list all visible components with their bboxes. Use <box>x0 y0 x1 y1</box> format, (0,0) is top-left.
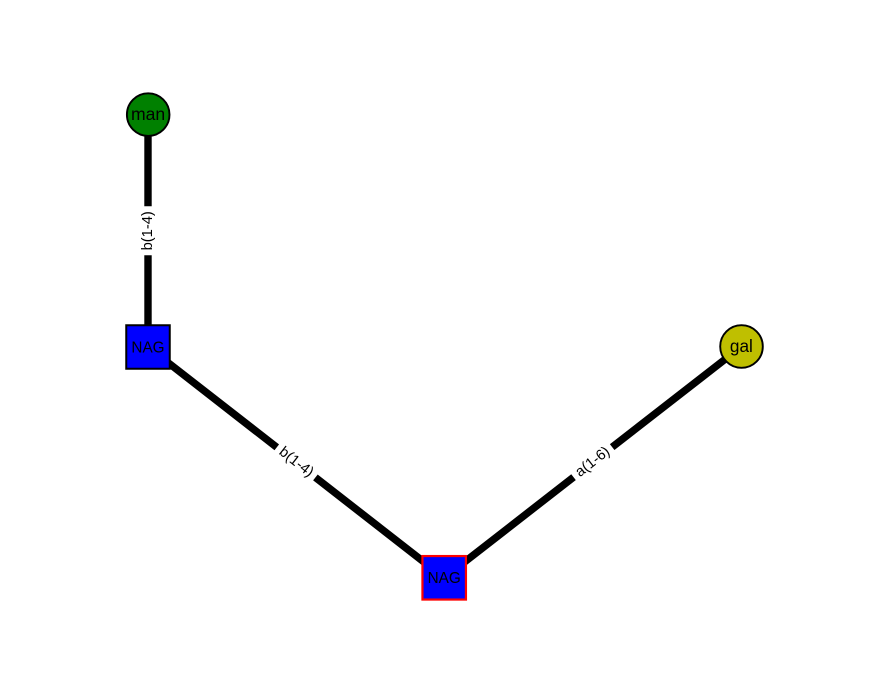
svg-text:NAG: NAG <box>428 570 461 587</box>
svg-text:b(1-4): b(1-4) <box>140 211 156 250</box>
svg-text:man: man <box>131 104 165 124</box>
svg-text:NAG: NAG <box>131 339 164 356</box>
svg-text:gal: gal <box>730 336 753 356</box>
